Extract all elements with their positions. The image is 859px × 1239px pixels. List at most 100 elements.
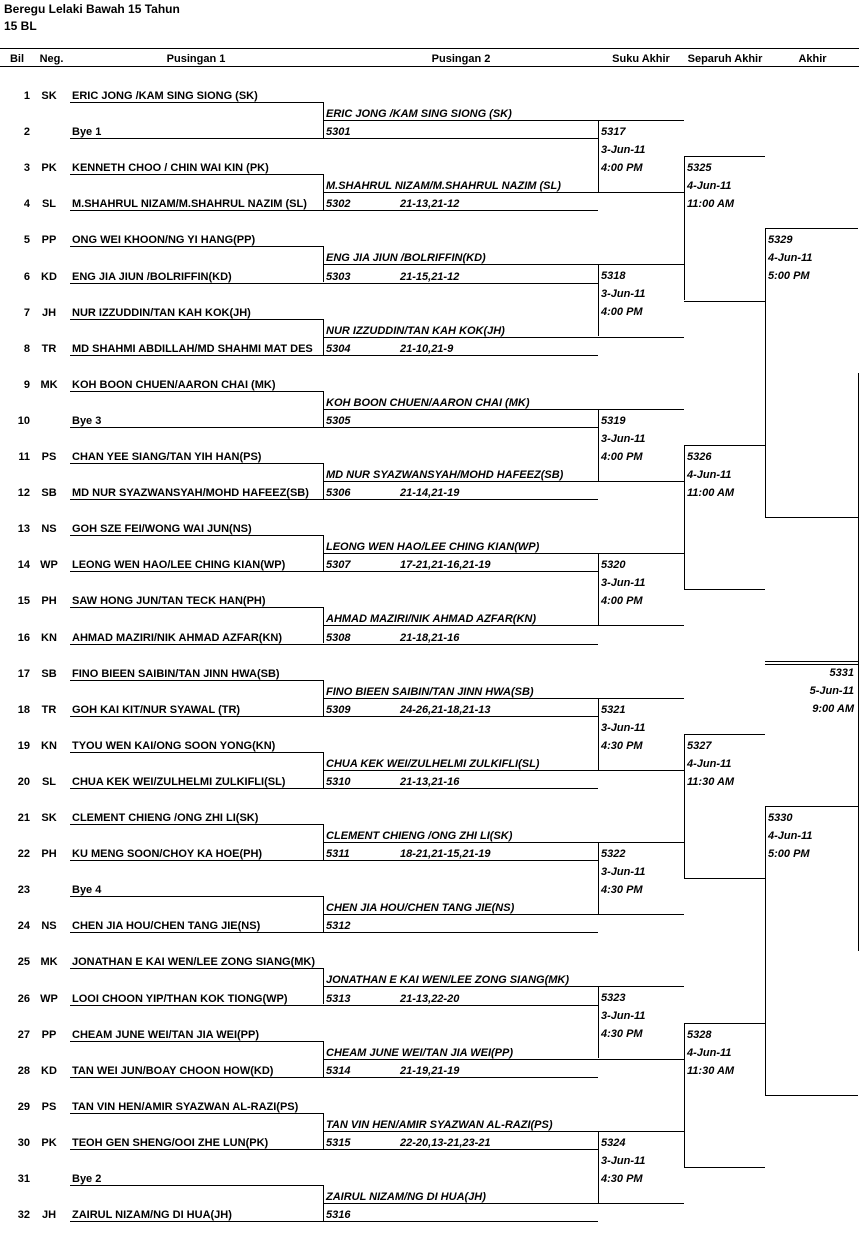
qf-bottom-line xyxy=(598,192,684,193)
sf-connector xyxy=(684,734,685,878)
qf-bottom-line xyxy=(598,481,684,482)
qf-match-number: 5324 xyxy=(601,1137,626,1149)
entry-line xyxy=(70,1005,323,1006)
entry-name: NUR IZZUDDIN/TAN KAH KOK(JH) xyxy=(72,307,251,319)
entry-bil: 17 xyxy=(17,668,30,680)
qf-connector xyxy=(598,409,599,481)
entry-state: TR xyxy=(41,343,57,355)
qf-time: 4:30 PM xyxy=(601,884,643,896)
header-top-border xyxy=(0,48,859,49)
entry-name: Bye 2 xyxy=(72,1173,102,1185)
sf-date: 4-Jun-11 xyxy=(687,1047,732,1059)
r2-match-number: 5301 xyxy=(326,126,351,138)
entry-name: KU MENG SOON/CHOY KA HOE(PH) xyxy=(72,848,263,860)
r2-score: 21-13,21-12 xyxy=(400,198,460,210)
r2-match-number: 5302 xyxy=(326,198,351,210)
r2-score: 21-19,21-19 xyxy=(400,1065,460,1077)
r2-winner-name: NUR IZZUDDIN/TAN KAH KOK(JH) xyxy=(326,325,505,337)
r2-winner-name: LEONG WEN HAO/LEE CHING KIAN(WP) xyxy=(326,541,540,553)
entry-state: PK xyxy=(41,162,57,174)
r2-match-line xyxy=(323,1077,598,1078)
entry-name: CHAN YEE SIANG/TAN YIH HAN(PS) xyxy=(72,451,262,463)
entry-line xyxy=(70,535,323,536)
entry-line xyxy=(70,499,323,500)
r2-match-number: 5316 xyxy=(326,1209,351,1221)
r2-score: 21-18,21-16 xyxy=(400,632,460,644)
r2-match-number: 5306 xyxy=(326,487,351,499)
r2-score: 21-14,21-19 xyxy=(400,487,460,499)
qf-match-number: 5319 xyxy=(601,415,626,427)
r2-score: 21-13,22-20 xyxy=(400,993,460,1005)
entry-name: ERIC JONG /KAM SING SIONG (SK) xyxy=(72,90,258,102)
qf-top-line xyxy=(598,120,684,121)
header-quarterfinal: Suku Akhir xyxy=(612,53,670,65)
entry-state: PP xyxy=(41,234,57,246)
r2-score: 21-10,21-9 xyxy=(400,343,454,355)
entry-line xyxy=(70,391,323,392)
header-final: Akhir xyxy=(798,53,827,65)
entry-line xyxy=(70,210,323,211)
entry-state: PK xyxy=(41,1137,57,1149)
entry-bil: 25 xyxy=(17,956,30,968)
qf-date: 3-Jun-11 xyxy=(601,866,646,878)
r2-winner-line xyxy=(323,120,598,121)
qf-bottom-line xyxy=(598,337,684,338)
sf-time: 11:00 AM xyxy=(687,487,735,499)
entry-bil: 16 xyxy=(17,632,30,644)
r2-winner-name: MD NUR SYAZWANSYAH/MOHD HAFEEZ(SB) xyxy=(326,469,564,481)
entry-line xyxy=(70,355,323,356)
entry-name: M.SHAHRUL NIZAM/M.SHAHRUL NAZIM (SL) xyxy=(72,198,307,210)
entry-state: NS xyxy=(41,920,57,932)
sf-bottom-line xyxy=(684,1167,765,1168)
r2-score: 22-20,13-21,23-21 xyxy=(400,1137,491,1149)
qf-connector xyxy=(598,553,599,625)
r2-winner-name: ERIC JONG /KAM SING SIONG (SK) xyxy=(326,108,512,120)
entry-bil: 21 xyxy=(17,812,30,824)
entry-state: SK xyxy=(41,90,57,102)
r2-match-number: 5305 xyxy=(326,415,351,427)
sf-time: 11:00 AM xyxy=(687,198,735,210)
entry-line xyxy=(70,427,323,428)
entry-name: GOH KAI KIT/NUR SYAWAL (TR) xyxy=(72,704,241,716)
r2-winner-line xyxy=(323,553,598,554)
entry-name: ZAIRUL NIZAM/NG DI HUA(JH) xyxy=(72,1209,232,1221)
final-match-number: 5331 xyxy=(829,667,854,679)
final-time: 9:00 AM xyxy=(812,703,854,715)
r2-winner-name: AHMAD MAZIRI/NIK AHMAD AZFAR(KN) xyxy=(326,613,536,625)
r2-match-number: 5314 xyxy=(326,1065,351,1077)
r2-match-line xyxy=(323,1149,598,1150)
r2-match-line xyxy=(323,932,598,933)
entry-line xyxy=(70,968,323,969)
entry-line xyxy=(70,319,323,320)
qf-top-line xyxy=(598,986,684,987)
qf-date: 3-Jun-11 xyxy=(601,144,646,156)
entry-state: KN xyxy=(41,632,57,644)
header-round1: Pusingan 1 xyxy=(166,53,226,65)
entry-name: Bye 1 xyxy=(72,126,102,138)
entry-bil: 27 xyxy=(17,1029,30,1041)
sf-connector xyxy=(684,156,685,300)
qf-date: 3-Jun-11 xyxy=(601,433,646,445)
r2-winner-line xyxy=(323,986,598,987)
entry-bil: 6 xyxy=(23,271,30,283)
r2-match-line xyxy=(323,283,598,284)
header-neg: Neg. xyxy=(39,53,64,65)
r2-winner-line xyxy=(323,914,598,915)
entry-line xyxy=(70,1149,323,1150)
r2-match-line xyxy=(323,1005,598,1006)
entry-bil: 14 xyxy=(17,559,30,571)
r2-winner-line xyxy=(323,481,598,482)
entry-bil: 29 xyxy=(17,1101,30,1113)
r2-match-number: 5312 xyxy=(326,920,351,932)
entry-name: KENNETH CHOO / CHIN WAI KIN (PK) xyxy=(72,162,269,174)
entry-line xyxy=(70,246,323,247)
sf-time: 11:30 AM xyxy=(687,1065,735,1077)
qf-time: 4:00 PM xyxy=(601,595,643,607)
sf-top-line xyxy=(684,445,765,446)
qf-top-line xyxy=(598,842,684,843)
qf-time: 4:30 PM xyxy=(601,1028,643,1040)
qf-connector xyxy=(598,698,599,770)
r2-match-line xyxy=(323,499,598,500)
entry-line xyxy=(70,680,323,681)
r2-winner-line xyxy=(323,264,598,265)
